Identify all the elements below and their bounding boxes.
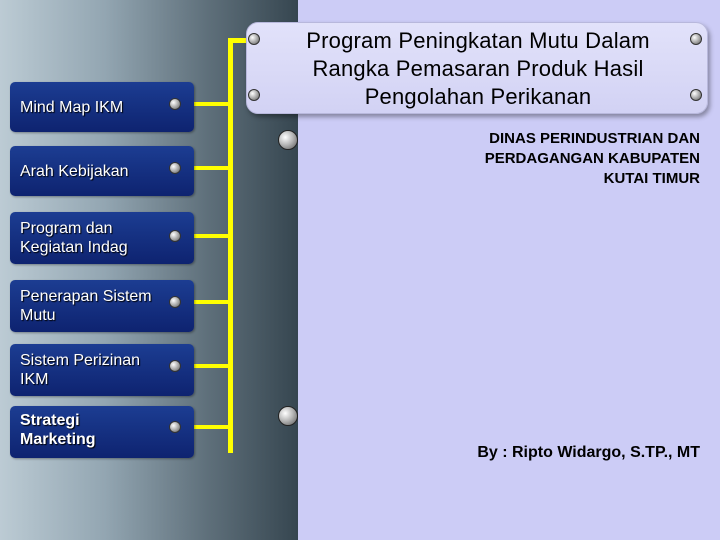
title-corner-knob-icon xyxy=(248,33,260,45)
connector-branch-4 xyxy=(178,300,230,304)
sidebar-item-penerapan-sistem-mutu[interactable]: Penerapan Sistem Mutu xyxy=(10,280,194,332)
sidebar-item-label: Mind Map IKM xyxy=(20,98,124,116)
title-corner-knob-icon xyxy=(690,89,702,101)
sidebar-item-mind-map-ikm[interactable]: Mind Map IKM xyxy=(10,82,194,132)
connector-top xyxy=(228,38,250,43)
bullet-knob-icon xyxy=(169,296,181,308)
organization-name: DINAS PERINDUSTRIAN DAN PERDAGANGAN KABU… xyxy=(484,130,700,187)
title-corner-knob-icon xyxy=(690,33,702,45)
sidebar-item-label: Strategi Marketing xyxy=(20,412,96,448)
connector-branch-5 xyxy=(178,364,230,368)
bullet-knob-icon xyxy=(169,360,181,372)
decorative-knob-icon xyxy=(278,406,298,426)
connector-branch-6 xyxy=(178,425,230,429)
author-credit: By : Ripto Widargo, S.TP., MT xyxy=(477,444,700,461)
decorative-knob-icon xyxy=(278,130,298,150)
sidebar-item-label: Sistem Perizinan IKM xyxy=(20,352,141,388)
title-corner-knob-icon xyxy=(248,89,260,101)
connector-branch-3 xyxy=(178,234,230,238)
bullet-knob-icon xyxy=(169,230,181,242)
sidebar-item-label: Arah Kebijakan xyxy=(20,162,129,180)
connector-branch-2 xyxy=(178,166,230,170)
sidebar-item-program-dan-kegiatan[interactable]: Program dan Kegiatan Indag xyxy=(10,212,194,264)
sidebar-item-arah-kebijakan[interactable]: Arah Kebijakan xyxy=(10,146,194,196)
bullet-knob-icon xyxy=(169,421,181,433)
sidebar-item-label: Penerapan Sistem Mutu xyxy=(20,288,152,324)
connector-branch-1 xyxy=(178,102,230,106)
sidebar-item-sistem-perizinan-ikm[interactable]: Sistem Perizinan IKM xyxy=(10,344,194,396)
title-box: Program Peningkatan Mutu Dalam Rangka Pe… xyxy=(246,22,708,114)
bullet-knob-icon xyxy=(169,162,181,174)
page-title: Program Peningkatan Mutu Dalam Rangka Pe… xyxy=(306,28,650,109)
sidebar-item-strategi-marketing[interactable]: Strategi Marketing xyxy=(10,406,194,458)
sidebar-item-label: Program dan Kegiatan Indag xyxy=(20,220,128,256)
bullet-knob-icon xyxy=(169,98,181,110)
connector-vertical xyxy=(228,38,233,453)
